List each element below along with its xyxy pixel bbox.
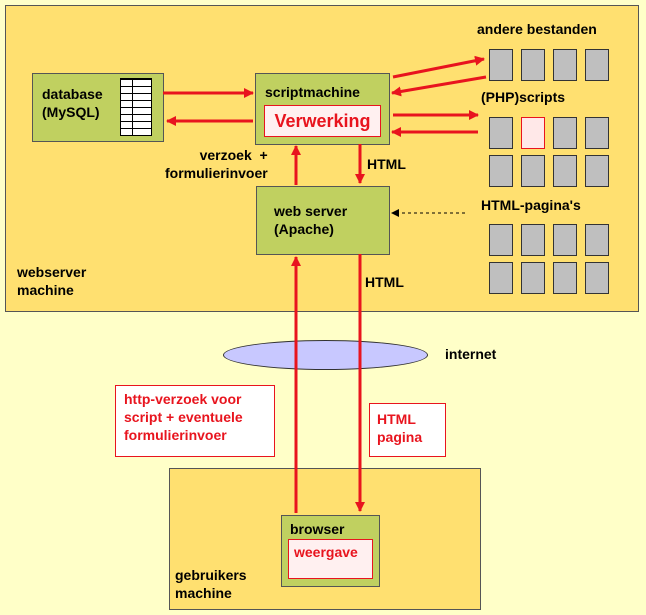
database-node: database (MySQL) — [32, 73, 164, 142]
file-icon — [585, 155, 609, 187]
internet-cloud — [223, 340, 428, 370]
arrow-script-to-files — [392, 55, 485, 79]
file-icon — [585, 262, 609, 294]
html-pages-label: HTML-pagina's — [481, 197, 581, 213]
file-icon — [585, 49, 609, 81]
file-icon — [553, 224, 577, 256]
file-icon — [585, 224, 609, 256]
file-icon — [521, 262, 545, 294]
file-icon — [521, 224, 545, 256]
webserver-node: web server (Apache) — [256, 186, 390, 255]
arrow-files-to-script — [391, 75, 487, 97]
file-icon — [585, 117, 609, 149]
internet-label: internet — [445, 346, 497, 362]
browser-node: browser weergave — [281, 515, 380, 587]
scriptmachine-label: scriptmachine — [265, 84, 360, 100]
file-icon — [553, 117, 577, 149]
http-request-label: http-verzoek voor script + eventuele for… — [124, 391, 243, 443]
user-machine-label: gebruikers machine — [175, 567, 247, 601]
html-label-upper: HTML — [367, 156, 406, 172]
display-box: weergave — [288, 539, 373, 579]
http-request-box: http-verzoek voor script + eventuele for… — [115, 385, 275, 457]
file-icon — [553, 49, 577, 81]
file-icon — [521, 155, 545, 187]
scriptmachine-node: scriptmachine Verwerking — [255, 73, 390, 145]
file-icon — [489, 155, 513, 187]
html-page-label: HTML pagina — [377, 411, 423, 445]
file-icon — [489, 117, 513, 149]
browser-label: browser — [290, 521, 345, 537]
database-table-icon — [120, 78, 152, 136]
display-label: weergave — [294, 544, 358, 560]
file-icon — [489, 224, 513, 256]
file-icon — [489, 49, 513, 81]
file-icon — [489, 262, 513, 294]
file-icon — [553, 155, 577, 187]
processing-label: Verwerking — [274, 111, 371, 131]
webserver-machine-label: webserver machine — [17, 264, 87, 298]
html-page-box: HTML pagina — [369, 403, 446, 457]
html-label-lower: HTML — [365, 274, 404, 290]
php-scripts-label: (PHP)scripts — [481, 89, 566, 105]
request-form-label: verzoek + formulierinvoer — [165, 147, 268, 181]
database-label: database (MySQL) — [42, 86, 103, 120]
file-icon — [521, 49, 545, 81]
processing-box: Verwerking — [264, 105, 381, 137]
other-files-label: andere bestanden — [477, 21, 597, 37]
webserver-label: web server (Apache) — [274, 203, 348, 237]
active-script-file-icon — [521, 117, 545, 149]
file-icon — [553, 262, 577, 294]
